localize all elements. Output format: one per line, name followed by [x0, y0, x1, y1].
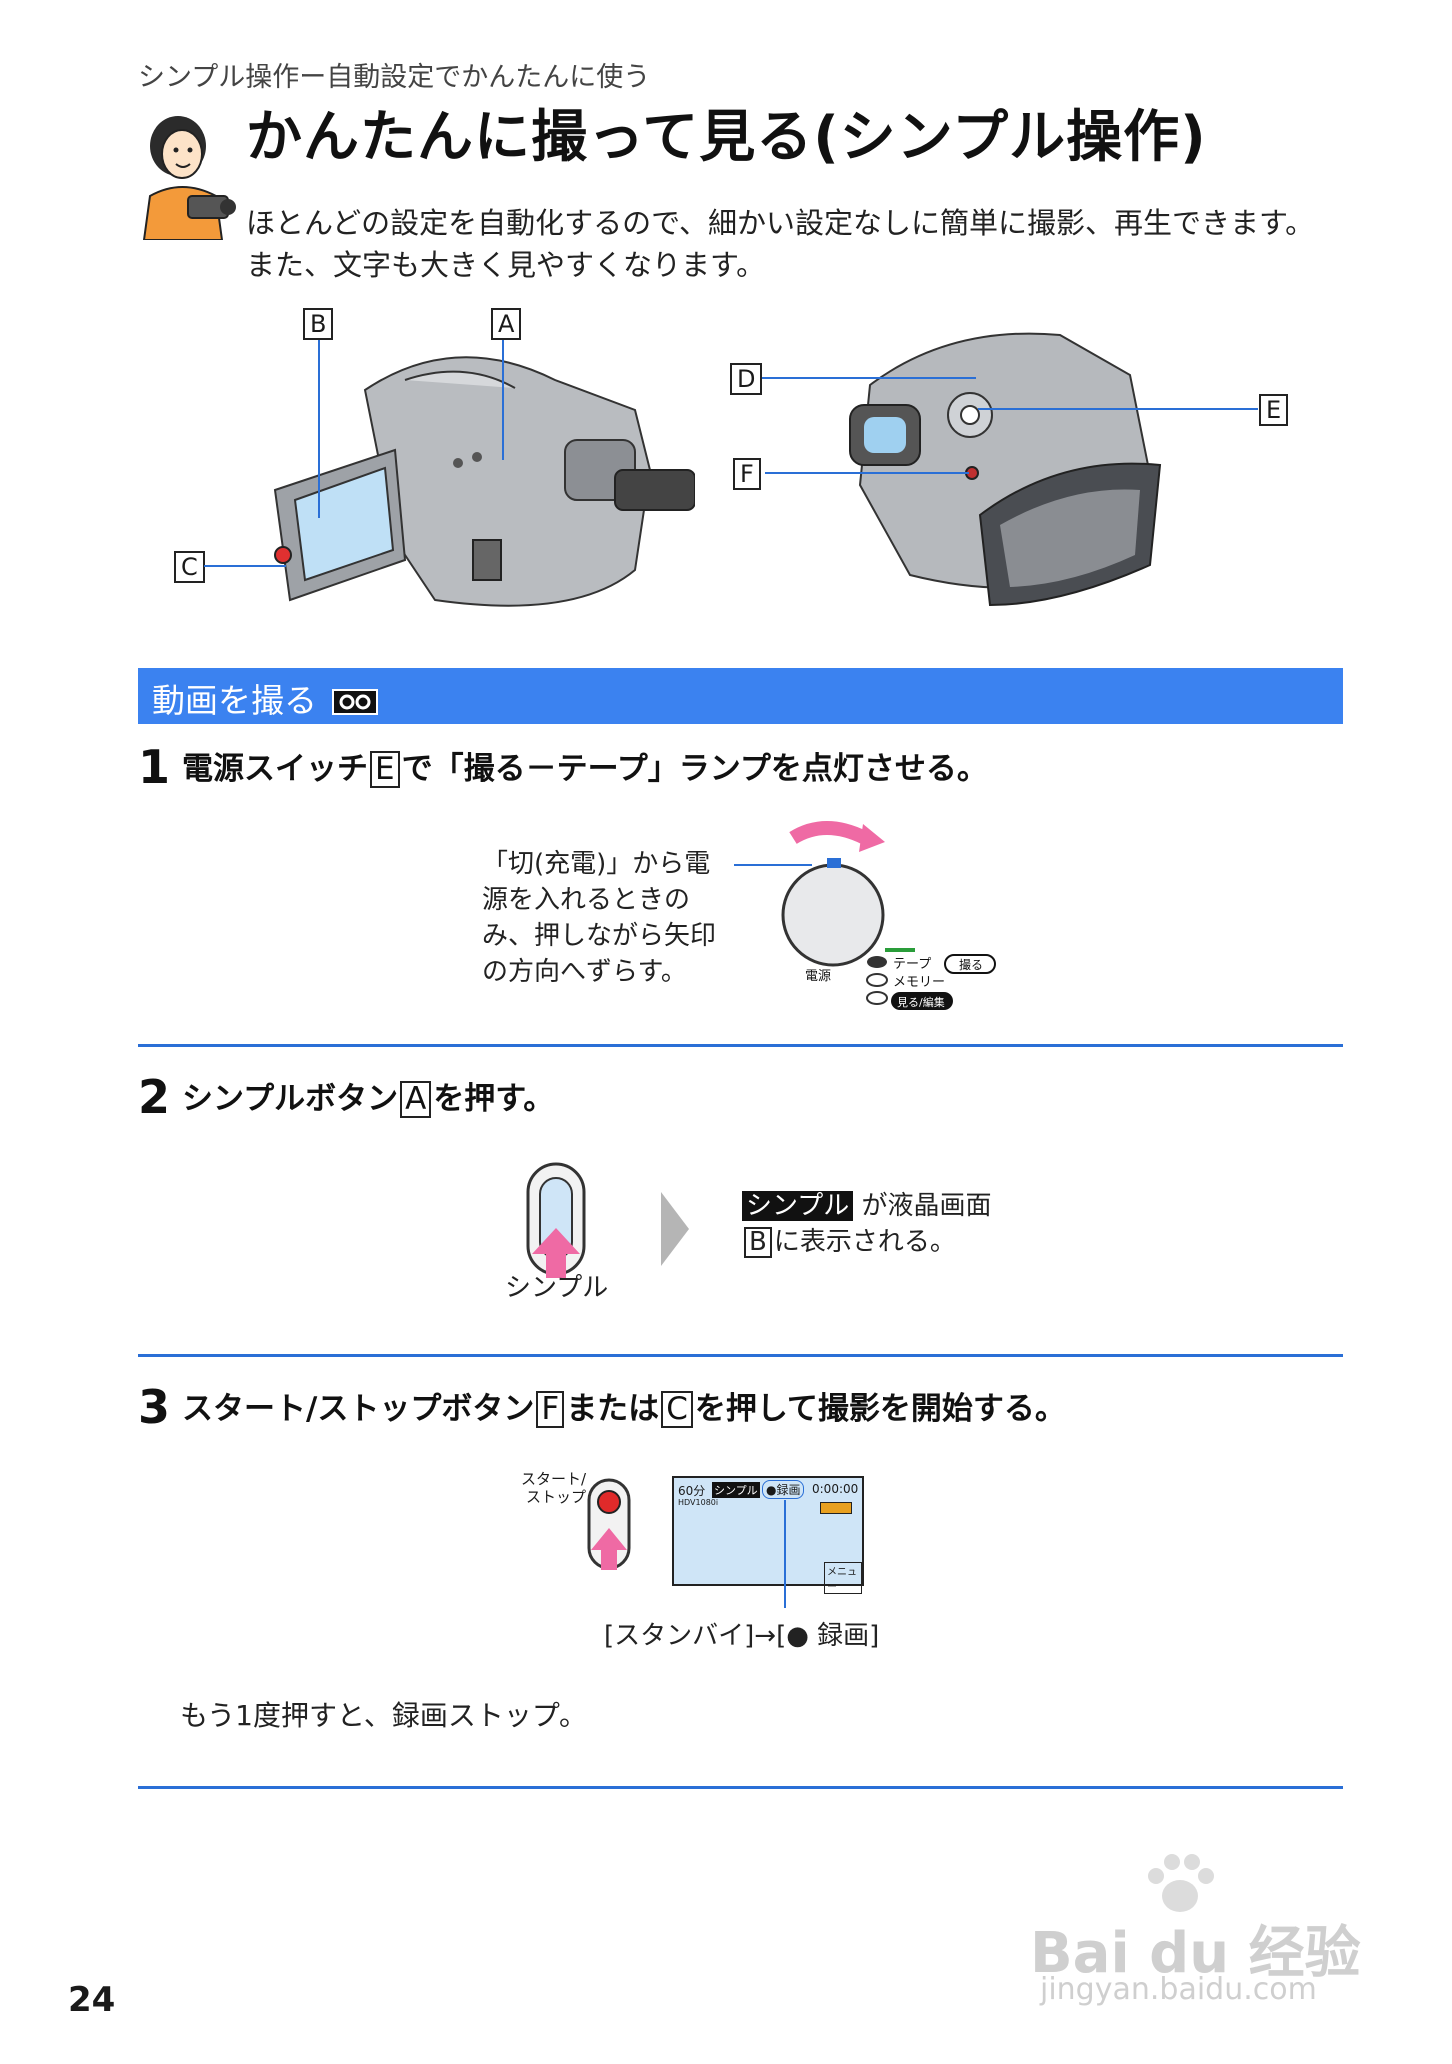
step-divider-1	[138, 1044, 1343, 1047]
leader-line-c	[204, 565, 286, 567]
lcd-format: HDV1080i	[678, 1498, 719, 1507]
simple-button-label: シンプル	[505, 1273, 609, 1303]
step-2-box-a: A	[400, 1081, 432, 1118]
step-3-text-mid: または	[566, 1391, 660, 1427]
leader-line-d	[762, 377, 976, 379]
arrow-right-icon	[661, 1192, 689, 1266]
stop-note: もう1度押すと、録画ストップ。	[180, 1699, 588, 1732]
dial-label-memory: メモリー	[893, 975, 945, 990]
label-b: B	[303, 308, 334, 340]
step-1-text: 電源スイッチ	[182, 751, 369, 787]
callout-leader-line	[734, 864, 812, 866]
step-3-text: スタート/ストップボタン	[182, 1391, 535, 1427]
callout-line-3: み、押しながら矢印	[482, 921, 717, 951]
step-1-box-e: E	[370, 751, 400, 788]
dial-label-view: 見る/編集	[897, 995, 945, 1009]
label-a: A	[491, 308, 522, 340]
step-2-number: 2	[138, 1070, 171, 1124]
start-stop-button-icon	[587, 1478, 631, 1570]
step-3-number: 3	[138, 1380, 171, 1434]
result-line-1: が液晶画面	[861, 1191, 992, 1221]
power-switch-callout: 「切(充電)」から電 源を入れるときの み、押しながら矢印 の方向へずらす。	[482, 846, 716, 990]
callout-line-4: の方向へずらす。	[482, 957, 687, 987]
person-with-camera-icon	[142, 116, 236, 240]
step-2-text-after: を押す。	[433, 1081, 555, 1117]
dial-label-power: 電源	[805, 969, 831, 984]
lcd-simple-badge: シンプル	[712, 1482, 760, 1498]
rec-status-caption: [スタンバイ]→[● 録画]	[604, 1621, 880, 1651]
lcd-leader-line	[784, 1500, 786, 1608]
lcd-rec-indicator: ●録画	[762, 1480, 805, 1499]
lcd-tape-remaining: 60分	[678, 1484, 706, 1498]
start-stop-label-2: ストップ	[525, 1488, 586, 1506]
paw-icon	[1148, 1854, 1214, 1912]
step-divider-3	[138, 1786, 1343, 1789]
label-c: C	[174, 551, 205, 583]
leader-line-a	[502, 340, 504, 460]
section-kicker: シンプル操作ー自動設定でかんたんに使う	[138, 62, 651, 93]
intro-line-1: ほとんどの設定を自動化するので、細かい設定なしに簡単に撮影、再生できます。	[246, 206, 1315, 240]
dial-label-tape: テープ	[893, 957, 931, 972]
page-number: 24	[68, 1980, 116, 2020]
step-2-text: シンプルボタン	[182, 1081, 399, 1117]
leader-line-e	[978, 408, 1258, 410]
camcorder-rear-illustration	[849, 332, 1162, 607]
result-line-2: に表示される。	[773, 1227, 956, 1257]
step-1-text-after: で「撮る－テープ」ランプを点灯させる。	[401, 751, 988, 787]
simple-button-icon	[526, 1162, 586, 1278]
result-box-b: B	[744, 1227, 772, 1259]
label-e: E	[1259, 394, 1289, 426]
step-divider-2	[138, 1354, 1343, 1357]
watermark-url: jingyan.baidu.com	[1040, 1972, 1317, 2007]
label-f: F	[733, 458, 761, 490]
intro-text: ほとんどの設定を自動化するので、細かい設定なしに簡単に撮影、再生できます。 また…	[246, 202, 1314, 286]
page-title: かんたんに撮って見る(シンプル操作)	[246, 105, 1207, 170]
leader-line-f	[765, 472, 969, 474]
lcd-timecode: 0:00:00	[812, 1482, 859, 1496]
step-3-box-f: F	[536, 1391, 565, 1428]
shoot-badge	[944, 954, 996, 974]
tape-icon	[331, 689, 378, 715]
callout-line-2: 源を入れるときの	[482, 885, 691, 915]
section-title: 動画を撮る	[152, 674, 378, 722]
power-switch-dial-icon: 電源 テープ メモリー 撮る 見る/編集	[781, 821, 996, 1010]
dial-label-shoot: 撮る	[959, 958, 983, 972]
leader-line-b	[318, 340, 320, 518]
lcd-screen: 60分 シンプル ●録画 0:00:00 HDV1080i メニュー	[672, 1476, 864, 1594]
start-stop-label: スタート/ ストップ	[520, 1470, 586, 1506]
intro-line-2: また、文字も大きく見やすくなります。	[246, 248, 766, 282]
callout-line-1: 「切(充電)」から電	[482, 849, 711, 879]
section-title-text: 動画を撮る	[152, 681, 317, 720]
watermark-brand: Bai du 经验	[1030, 1921, 1361, 1986]
view-badge	[891, 992, 953, 1010]
camcorder-front-illustration	[273, 356, 695, 607]
lcd-menu-button[interactable]: メニュー	[824, 1562, 862, 1594]
label-d: D	[730, 363, 763, 395]
simple-mode-badge: シンプル	[742, 1191, 854, 1221]
battery-icon	[820, 1502, 852, 1514]
step-3-text-after: を押して撮影を開始する。	[694, 1391, 1066, 1427]
start-stop-label-1: スタート/	[520, 1470, 586, 1488]
step-1-number: 1	[138, 740, 171, 794]
step-3-box-c: C	[661, 1391, 693, 1428]
